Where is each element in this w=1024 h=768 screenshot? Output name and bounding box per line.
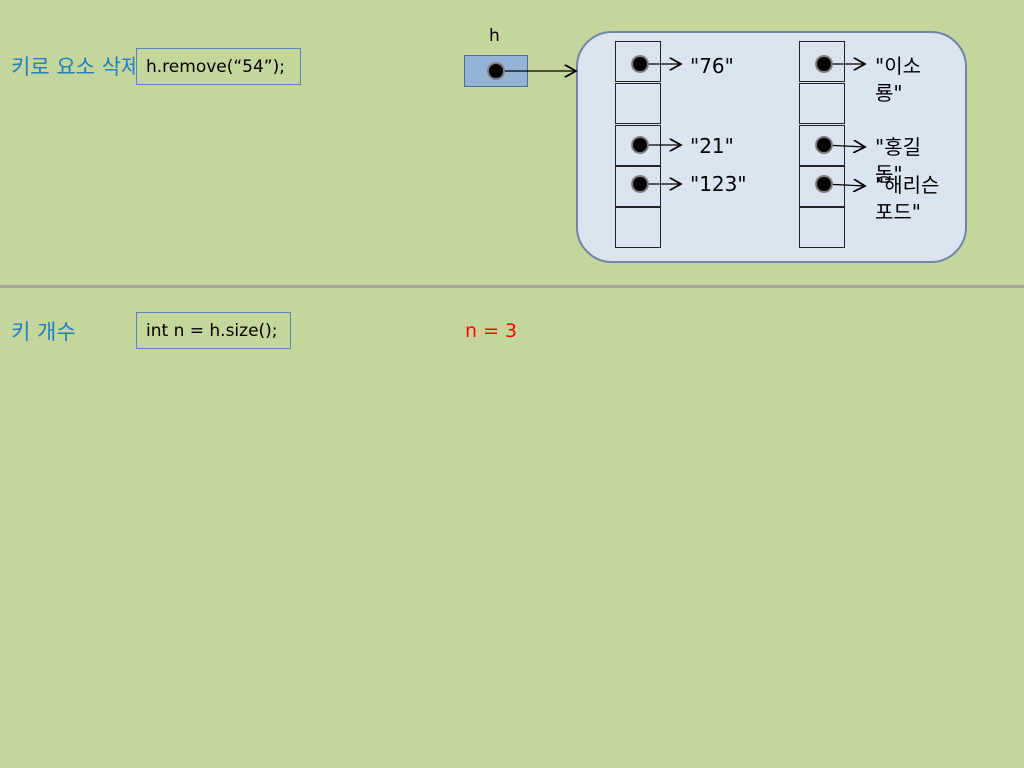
key-text: "76" xyxy=(690,54,734,78)
hashmap-variable-label: h xyxy=(489,26,500,46)
key-cell xyxy=(615,207,661,248)
key-cell xyxy=(615,83,661,124)
value-text: "홍길 동" xyxy=(875,135,921,186)
key-text: "21" xyxy=(690,134,734,158)
size-result: n = 3 xyxy=(465,320,518,342)
size-code-box: int n = h.size(); xyxy=(136,312,291,349)
key-dot xyxy=(631,55,649,73)
value-dot xyxy=(815,175,833,193)
value-cell xyxy=(799,207,845,248)
value-dot xyxy=(815,136,833,154)
value-dot xyxy=(815,55,833,73)
remove-code-box: h.remove(“54”); xyxy=(136,48,301,85)
key-text: "123" xyxy=(690,172,747,196)
size-section-label: 키 개수 xyxy=(11,320,76,344)
key-dot xyxy=(631,136,649,154)
section-divider xyxy=(0,285,1024,288)
reference-dot xyxy=(487,62,505,80)
value-text: "이소 룡" xyxy=(875,54,921,105)
remove-section-label: 키로 요소 삭제 xyxy=(11,55,141,79)
key-dot xyxy=(631,175,649,193)
value-text: "해리슨 포드" xyxy=(875,173,940,224)
value-cell xyxy=(799,83,845,124)
